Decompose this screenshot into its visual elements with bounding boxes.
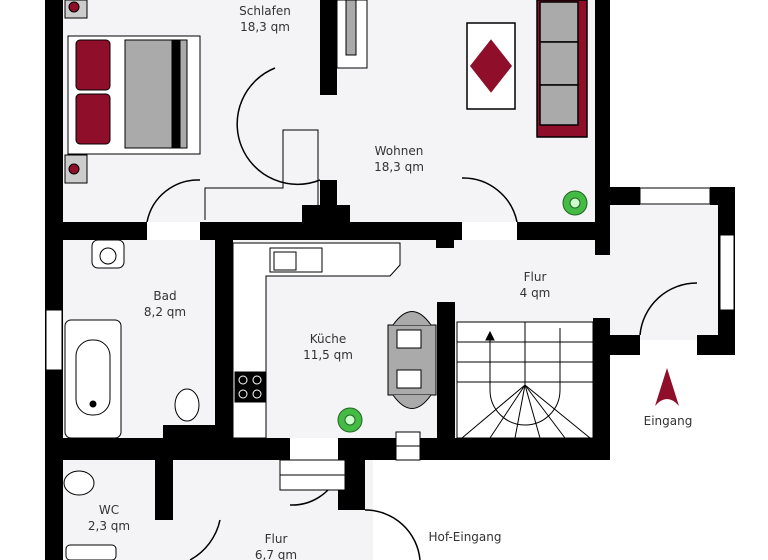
doors (146, 67, 698, 560)
bed (64, 0, 201, 184)
walls (45, 0, 735, 560)
plant-icons (337, 190, 588, 433)
entrance-arrow-icon (655, 368, 679, 406)
living-furniture (466, 0, 588, 138)
wardrobe (204, 0, 368, 220)
entrance-label: Eingang (643, 414, 693, 428)
kitchen-furniture (232, 242, 437, 439)
staircase (456, 321, 594, 439)
windows (45, 187, 735, 371)
bathroom-fixtures (63, 239, 200, 560)
steps (279, 431, 421, 491)
yard-entrance-label: Hof-Eingang (428, 530, 502, 544)
